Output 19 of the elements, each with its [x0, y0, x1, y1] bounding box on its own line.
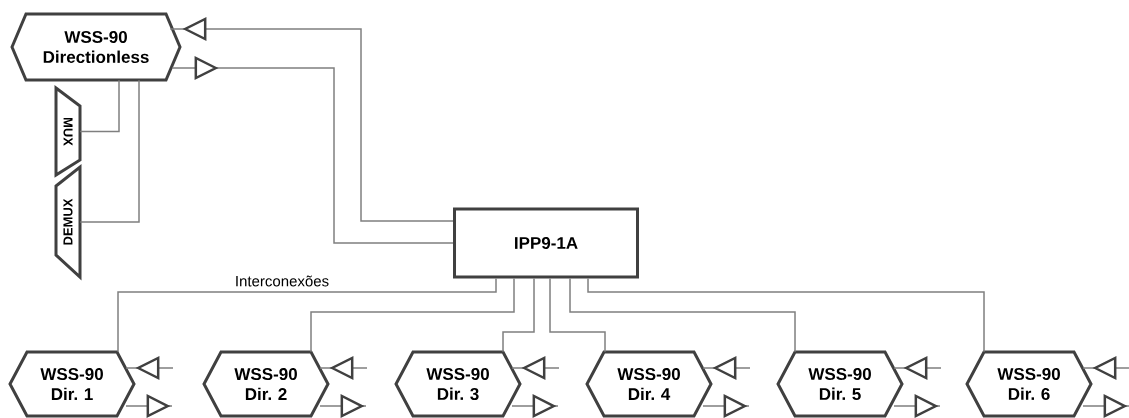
- connector-line: [587, 277, 985, 353]
- hexagon-block: WSS-90 Directionless: [10, 12, 182, 82]
- connector-line: [117, 277, 497, 353]
- connector-line: [502, 277, 535, 353]
- trapezoid-block: DEMUX: [54, 163, 82, 281]
- hexagon-block: WSS-90 Dir. 3: [394, 350, 522, 418]
- hexagon-block: WSS-90 Dir. 6: [965, 350, 1093, 418]
- connector-line: [171, 55, 454, 244]
- hexagon-block: WSS-90 Dir. 5: [776, 350, 904, 418]
- annotation-text: Interconexões: [236, 275, 329, 287]
- hexagon-block: WSS-90 Dir. 2: [202, 350, 330, 418]
- hexagon-block: WSS-90 Dir. 4: [585, 350, 713, 418]
- process-box: IPP9-1A: [453, 207, 639, 279]
- connector-line: [310, 277, 515, 353]
- connector-line: [79, 79, 140, 223]
- hexagon-block: WSS-90 Dir. 1: [8, 350, 136, 418]
- connector-line: [79, 79, 120, 133]
- connector-line: [549, 277, 606, 353]
- connector-line: [569, 277, 796, 353]
